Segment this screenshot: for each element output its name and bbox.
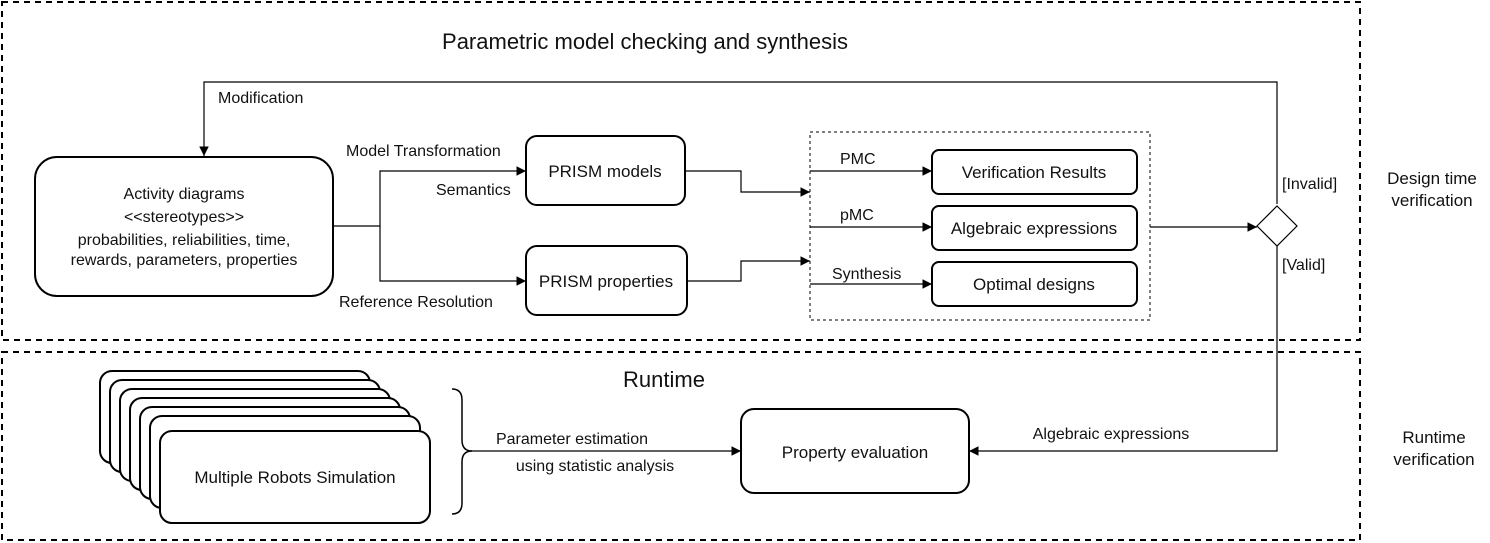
pmc-param-label: pMC xyxy=(840,207,874,224)
property-evaluation-box xyxy=(740,408,970,494)
activity-box-line1: Activity diagrams xyxy=(124,186,245,203)
models-to-analysis-edge xyxy=(685,170,810,197)
activity-diagrams-box xyxy=(34,156,334,297)
design-time-panel xyxy=(1,1,1361,341)
prism-properties-label: PRISM properties xyxy=(539,272,673,291)
reference-resolution-label: Reference Resolution xyxy=(339,294,493,311)
pmc-label: PMC xyxy=(840,151,876,168)
multiple-robots-label: Multiple Robots Simulation xyxy=(194,468,395,487)
prism-models-box xyxy=(525,135,686,206)
activity-box-line4: rewards, parameters, properties xyxy=(71,252,298,269)
valid-label: [Valid] xyxy=(1282,257,1325,274)
modification-edge xyxy=(199,81,1278,204)
verification-results-label: Verification Results xyxy=(962,163,1107,182)
runtime-panel xyxy=(1,351,1361,541)
design-time-label-line2: verification xyxy=(1391,191,1472,210)
design-panel-title: Parametric model checking and synthesis xyxy=(442,29,848,54)
model-transformation-edge xyxy=(333,166,526,227)
optimal-designs-label: Optimal designs xyxy=(973,275,1095,294)
algebraic-expressions-label: Algebraic expressions xyxy=(951,219,1117,238)
algebraic-expressions-box xyxy=(931,205,1138,251)
prism-properties-box xyxy=(525,245,688,316)
design-time-label-line1: Design time xyxy=(1387,169,1477,188)
analysis-group xyxy=(809,131,1151,321)
valid-edge xyxy=(969,246,1278,456)
curly-brace xyxy=(451,388,473,515)
multiple-robots-box xyxy=(159,430,431,524)
runtime-panel-title: Runtime xyxy=(623,367,705,392)
parameter-estimation-label: Parameter estimation xyxy=(496,431,648,448)
runtime-label-line2: verification xyxy=(1393,450,1474,469)
optimal-designs-box xyxy=(931,261,1138,307)
prism-models-label: PRISM models xyxy=(548,162,661,181)
runtime-label-line1: Runtime xyxy=(1402,428,1465,447)
properties-to-analysis-edge xyxy=(685,256,810,282)
algebraic-expressions-edge-label: Algebraic expressions xyxy=(1033,426,1190,443)
model-transformation-label: Model Transformation xyxy=(346,143,501,160)
invalid-label: [Invalid] xyxy=(1282,176,1337,193)
semantics-label: Semantics xyxy=(436,182,511,199)
activity-box-line3: probabilities, reliabilities, time, xyxy=(78,232,291,249)
robot-simulation-stack xyxy=(99,370,431,524)
modification-label: Modification xyxy=(218,90,303,107)
decision-diamond xyxy=(1256,205,1298,247)
verification-results-box xyxy=(931,149,1138,195)
statistic-analysis-label: using statistic analysis xyxy=(516,458,674,475)
property-evaluation-label: Property evaluation xyxy=(782,443,928,462)
activity-box-line2: <<stereotypes>> xyxy=(124,209,244,226)
reference-resolution-edge xyxy=(379,226,526,286)
synthesis-label: Synthesis xyxy=(832,266,901,283)
